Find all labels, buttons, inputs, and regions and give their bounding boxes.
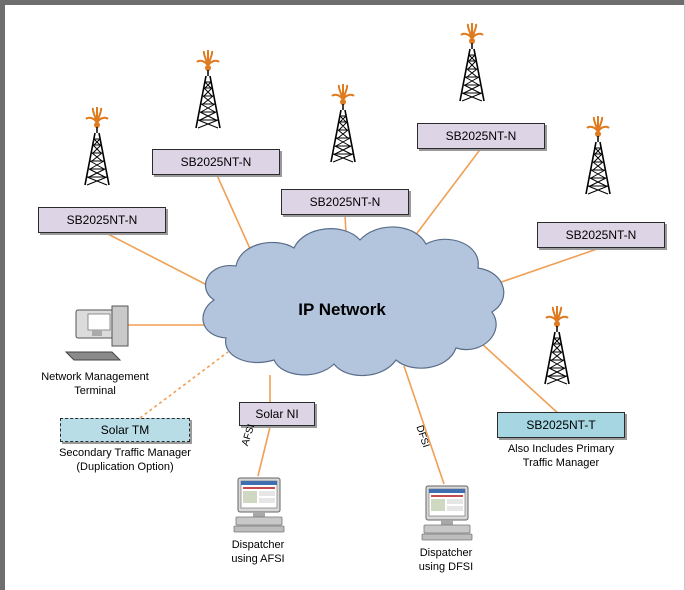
ip-network-label: IP Network <box>298 300 386 319</box>
link-solar-tm <box>139 351 229 419</box>
radio-tower-icon <box>84 106 110 186</box>
radio-tower-icon <box>544 305 570 385</box>
solar-ni-box: Solar NI <box>239 402 315 426</box>
link-site-2 <box>215 172 257 263</box>
site-box: SB2025NT-N <box>152 149 280 175</box>
site-box: SB2025NT-N <box>537 222 665 248</box>
network-links <box>101 146 601 485</box>
radio-tower-icon <box>330 83 356 163</box>
dispatcher-afsi-caption: Dispatcher using AFSI <box>231 539 285 565</box>
link-site-5 <box>483 247 601 289</box>
link-afsi <box>257 426 271 477</box>
radio-tower-icon <box>195 49 221 129</box>
site-box: SB2025NT-N <box>38 207 166 233</box>
site-box: SB2025NT-N <box>281 189 409 215</box>
solar-tm-box: Solar TM <box>60 418 190 442</box>
frame-border-left <box>0 0 5 590</box>
dispatcher-dfsi-caption: Dispatcher using DFSI <box>418 547 474 573</box>
link-dfsi <box>403 365 445 485</box>
dispatcher-pc-icon <box>421 485 473 541</box>
radio-tower-icon <box>459 22 485 102</box>
primary-site-caption: Also Includes Primary Traffic Manager <box>507 443 615 469</box>
nms-caption: Network Management Terminal <box>41 371 149 397</box>
link-primary-site <box>469 332 561 416</box>
ip-network-cloud <box>202 226 505 377</box>
solar-tm-caption: Secondary Traffic Manager (Duplication O… <box>59 447 191 473</box>
radio-tower-icon <box>585 115 611 195</box>
primary-site-box: SB2025NT-T <box>497 412 625 438</box>
dispatcher-pc-icon <box>233 477 285 533</box>
frame-border-top <box>0 0 685 5</box>
workstation-icon <box>64 305 129 361</box>
site-box: SB2025NT-N <box>417 123 545 149</box>
